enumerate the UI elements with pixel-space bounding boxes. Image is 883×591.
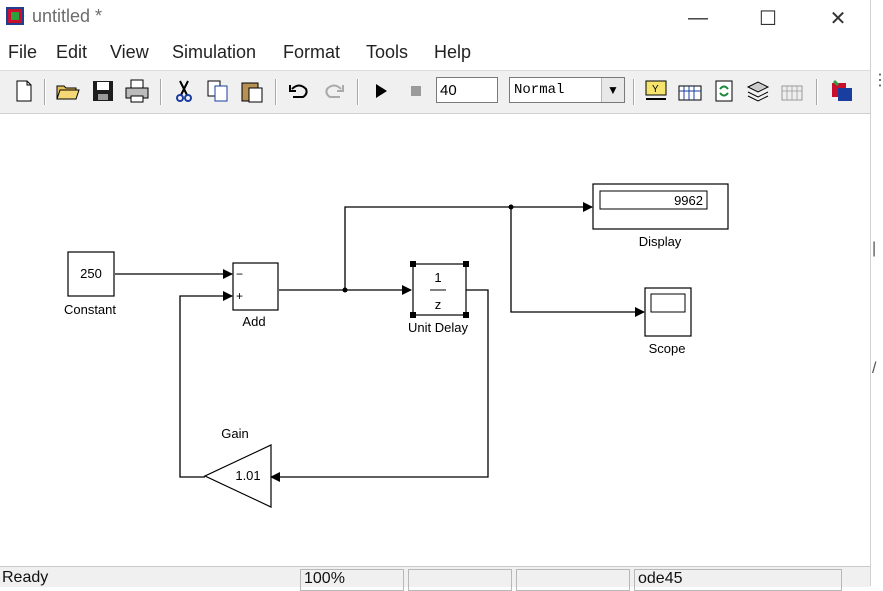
simulation-mode-select[interactable]: Normal ▼ (509, 77, 625, 103)
unit-delay-block[interactable]: 1 z Unit Delay (408, 261, 469, 335)
menu-view[interactable]: View (110, 42, 149, 62)
undo-icon[interactable] (285, 77, 313, 105)
debugger-icon[interactable] (778, 77, 806, 105)
status-empty-box (408, 569, 512, 591)
signal-delay-to-gain[interactable] (270, 289, 489, 482)
constant-block[interactable]: 250 Constant (64, 251, 116, 317)
selection-handle[interactable] (410, 261, 416, 267)
status-ready: Ready (2, 569, 49, 586)
add-label: Add (242, 314, 265, 329)
signal-lines (115, 202, 645, 482)
redo-icon[interactable] (320, 77, 348, 105)
close-button[interactable]: ✕ (818, 4, 858, 32)
title-bar: untitled * — ☐ ✕ (0, 0, 870, 36)
maximize-icon: ☐ (759, 7, 777, 30)
display-value: 9962 (674, 193, 703, 208)
menu-edit[interactable]: Edit (56, 42, 88, 62)
status-solver: ode45 (638, 570, 683, 587)
paste-icon[interactable] (238, 77, 266, 105)
status-zoom: 100% (304, 570, 345, 587)
simulation-mode-value: Normal (514, 82, 565, 98)
status-solver-box: ode45 (634, 569, 842, 591)
toolbar-separator (44, 79, 46, 105)
background-window-edge: ⋮ | / (870, 0, 883, 586)
minimize-button[interactable]: — (678, 4, 718, 32)
menu-help[interactable]: Help (434, 42, 472, 62)
unit-delay-label: Unit Delay (408, 320, 468, 335)
start-icon[interactable] (367, 77, 395, 105)
save-icon[interactable] (89, 77, 117, 105)
simulink-app-icon (6, 7, 24, 25)
print-icon[interactable] (123, 77, 151, 105)
add-sign-minus: − (236, 267, 243, 281)
toolbar-separator (160, 79, 162, 105)
build-icon[interactable] (828, 77, 856, 105)
scope-label: Scope (649, 341, 686, 356)
stop-time-input[interactable] (436, 77, 498, 103)
status-bar: Ready 100% ode45 (0, 566, 870, 591)
add-block[interactable]: − + Add (232, 262, 279, 329)
delay-numerator: 1 (434, 270, 441, 285)
selection-handle[interactable] (410, 312, 416, 318)
display-block[interactable]: 9962 Display (592, 183, 729, 249)
maximize-button[interactable]: ☐ (748, 4, 788, 32)
constant-label: Constant (64, 302, 116, 317)
signal-branch-to-display[interactable] (344, 202, 593, 290)
status-empty-box (516, 569, 630, 591)
menu-simulation[interactable]: Simulation (172, 42, 257, 62)
display-label: Display (639, 234, 682, 249)
toolbar-separator (275, 79, 277, 105)
cut-icon[interactable] (170, 77, 198, 105)
window-title: untitled * (32, 6, 103, 26)
minimize-icon: — (688, 6, 708, 29)
toolbar: Normal ▼ Y (0, 70, 870, 114)
close-icon: ✕ (829, 7, 847, 30)
menu-file[interactable]: File (8, 42, 38, 62)
new-icon[interactable] (10, 77, 38, 105)
gain-block[interactable]: Gain 1.01 (203, 426, 272, 508)
menu-bar: File Edit View Simulation Format Tools H… (0, 38, 870, 68)
toolbar-separator (816, 79, 818, 105)
toolbar-separator (633, 79, 635, 105)
signal-gain-to-add[interactable] (179, 291, 233, 478)
background-glyph: ⋮ (872, 72, 883, 89)
background-glyph: | (872, 240, 877, 257)
chevron-down-icon[interactable]: ▼ (601, 78, 624, 102)
block-diagram: 250 Constant − + Add 1 z Unit Delay Gain… (64, 183, 729, 508)
add-sign-plus: + (236, 289, 243, 303)
branch-point (508, 204, 514, 210)
gain-label: Gain (221, 426, 248, 441)
refresh-icon[interactable] (710, 77, 738, 105)
stop-icon[interactable] (402, 77, 430, 105)
signal-branch-to-scope[interactable] (510, 207, 645, 317)
toolbar-separator (357, 79, 359, 105)
model-explorer-icon[interactable] (676, 77, 704, 105)
scope-block[interactable]: Scope (644, 287, 692, 356)
background-glyph: / (872, 360, 877, 377)
menu-format[interactable]: Format (283, 42, 341, 62)
delay-denominator: z (435, 297, 442, 312)
selection-handle[interactable] (463, 312, 469, 318)
gain-value: 1.01 (235, 468, 260, 483)
branch-point (342, 287, 348, 293)
model-canvas[interactable]: 250 Constant − + Add 1 z Unit Delay Gain… (0, 114, 870, 566)
copy-icon[interactable] (204, 77, 232, 105)
selection-handle[interactable] (463, 261, 469, 267)
update-diagram-icon[interactable] (744, 77, 772, 105)
status-zoom-box: 100% (300, 569, 404, 591)
library-browser-icon[interactable]: Y (642, 77, 670, 105)
menu-tools[interactable]: Tools (366, 42, 409, 62)
constant-value: 250 (80, 266, 102, 281)
svg-text:Y: Y (652, 84, 659, 95)
open-icon[interactable] (54, 77, 82, 105)
